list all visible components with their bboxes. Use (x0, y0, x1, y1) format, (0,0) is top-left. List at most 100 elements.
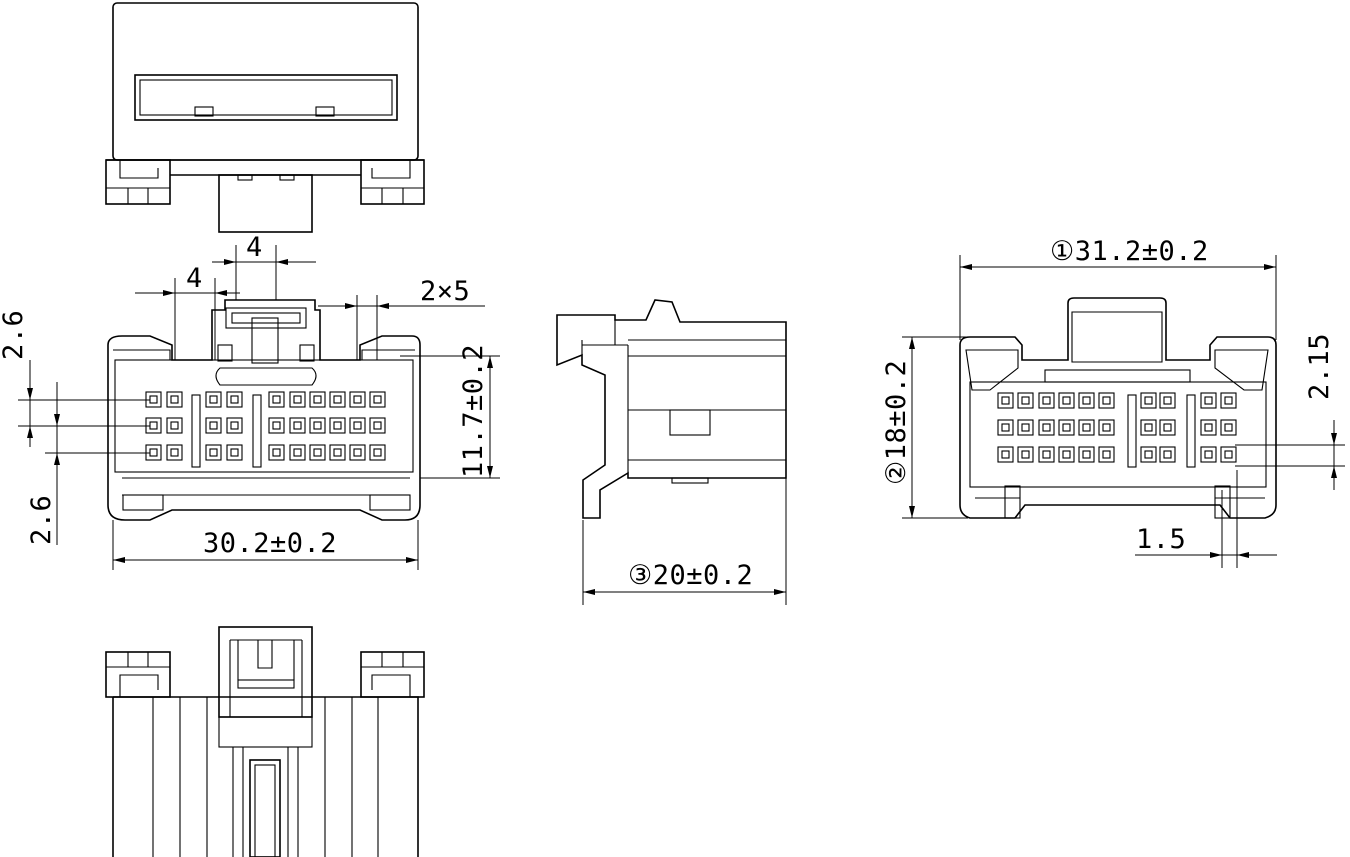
contact-cavity (309, 391, 326, 408)
contact-cavity-inner (149, 421, 158, 430)
contact-cavity-inner (149, 395, 158, 404)
contact-cavity (369, 444, 386, 461)
contact-cavity-inner (1062, 450, 1071, 459)
contact-cavity (1220, 419, 1237, 436)
contact-cavity (1017, 446, 1034, 463)
contact-cavity-inner (333, 421, 342, 430)
contact-cavity (309, 444, 326, 461)
contact-cavity (1098, 419, 1115, 436)
contact-cavity-inner (353, 448, 362, 457)
rear-dimensions: ①31.2±0.2 ②18±0.2 2.15 1.5 (881, 236, 1345, 568)
contact-cavity (226, 417, 243, 434)
contact-cavity-inner (1102, 423, 1111, 432)
dim-width-rear: ①31.2±0.2 (1050, 236, 1209, 267)
contact-cavity (1058, 446, 1075, 463)
contact-cavity (166, 391, 183, 408)
contact-cavity (1159, 392, 1176, 409)
contact-cavity-inner (1102, 396, 1111, 405)
contact-cavity (329, 391, 346, 408)
contact-cavity (369, 391, 386, 408)
dim-height-front: 11.7±0.2 (458, 344, 489, 478)
contact-cavity-inner (313, 421, 322, 430)
contact-cavity-inner (1204, 450, 1213, 459)
contact-cavity (205, 391, 222, 408)
dim-pitch-left: 4 (186, 263, 203, 294)
contact-cavity-inner (209, 395, 218, 404)
contact-cavity (329, 417, 346, 434)
contact-cavity (1038, 446, 1055, 463)
contact-cavity (1200, 446, 1217, 463)
contact-cavity (1058, 419, 1075, 436)
contact-cavity (1017, 392, 1034, 409)
contact-cavity-inner (1062, 423, 1071, 432)
side-dimensions: ③20±0.2 (582, 478, 787, 605)
contact-cavity-inner (1062, 396, 1071, 405)
contact-cavity-inner (272, 448, 281, 457)
contact-cavity (1098, 446, 1115, 463)
contact-cavity (349, 417, 366, 434)
dim-offset-rear: 2.15 (1304, 333, 1335, 400)
rear-view (959, 297, 1277, 519)
contact-cavity-inner (1224, 423, 1233, 432)
contact-cavity (997, 392, 1014, 409)
contact-cavity-inner (313, 448, 322, 457)
contact-cavity-inner (1082, 450, 1091, 459)
contact-cavity-inner (313, 395, 322, 404)
contact-cavity-inner (1082, 396, 1091, 405)
contact-cavity-inner (333, 395, 342, 404)
dim-row-pitch-upper: 2.6 (0, 310, 29, 360)
contact-cavity (1078, 392, 1095, 409)
contact-cavity-inner (333, 448, 342, 457)
contact-cavity (349, 391, 366, 408)
contact-cavity (1078, 446, 1095, 463)
contact-cavity (226, 391, 243, 408)
contact-cavity-inner (1163, 396, 1172, 405)
front-dimensions: 4 4 2×5 2.6 2.6 11.7±0.2 (0, 232, 500, 570)
contact-cavity (1098, 392, 1115, 409)
contact-cavity-inner (293, 421, 302, 430)
contact-cavity-inner (1102, 450, 1111, 459)
contact-cavity-inner (1021, 396, 1030, 405)
contact-cavity-inner (1163, 423, 1172, 432)
contact-cavity-inner (353, 421, 362, 430)
contact-cavity (997, 419, 1014, 436)
contact-cavity-inner (1001, 450, 1010, 459)
contact-cavity (289, 391, 306, 408)
contact-cavity-inner (1042, 396, 1051, 405)
front-view (107, 299, 421, 521)
contact-cavity (166, 444, 183, 461)
contact-cavity-inner (1001, 396, 1010, 405)
contact-cavity (289, 417, 306, 434)
contact-cavity (1038, 419, 1055, 436)
contact-cavity-inner (1204, 423, 1213, 432)
contact-cavity-inner (170, 448, 179, 457)
contact-cavity (997, 446, 1014, 463)
top-view (105, 2, 425, 233)
contact-cavity-inner (1082, 423, 1091, 432)
contact-cavity-inner (1042, 450, 1051, 459)
contact-cavity (1058, 392, 1075, 409)
dim-latch: 2×5 (420, 276, 470, 307)
contact-cavity (369, 417, 386, 434)
contact-cavity (268, 444, 285, 461)
contact-cavity (1220, 392, 1237, 409)
contact-cavity-inner (373, 421, 382, 430)
contact-cavity-inner (373, 448, 382, 457)
contact-cavity (1140, 446, 1157, 463)
contact-cavity (268, 417, 285, 434)
contact-cavity-inner (293, 448, 302, 457)
contact-cavity (1200, 392, 1217, 409)
contact-cavity (1140, 392, 1157, 409)
contact-cavity (1140, 419, 1157, 436)
dim-pitch-top: 4 (246, 232, 263, 263)
contact-cavity (1078, 419, 1095, 436)
contact-cavity (309, 417, 326, 434)
contact-cavity-inner (373, 395, 382, 404)
dim-wall-rear: 1.5 (1136, 524, 1186, 555)
contact-cavity (1017, 419, 1034, 436)
contact-cavity (205, 444, 222, 461)
contact-cavity-inner (1144, 450, 1153, 459)
contact-cavity-inner (1163, 450, 1172, 459)
contact-cavity-inner (1001, 423, 1010, 432)
